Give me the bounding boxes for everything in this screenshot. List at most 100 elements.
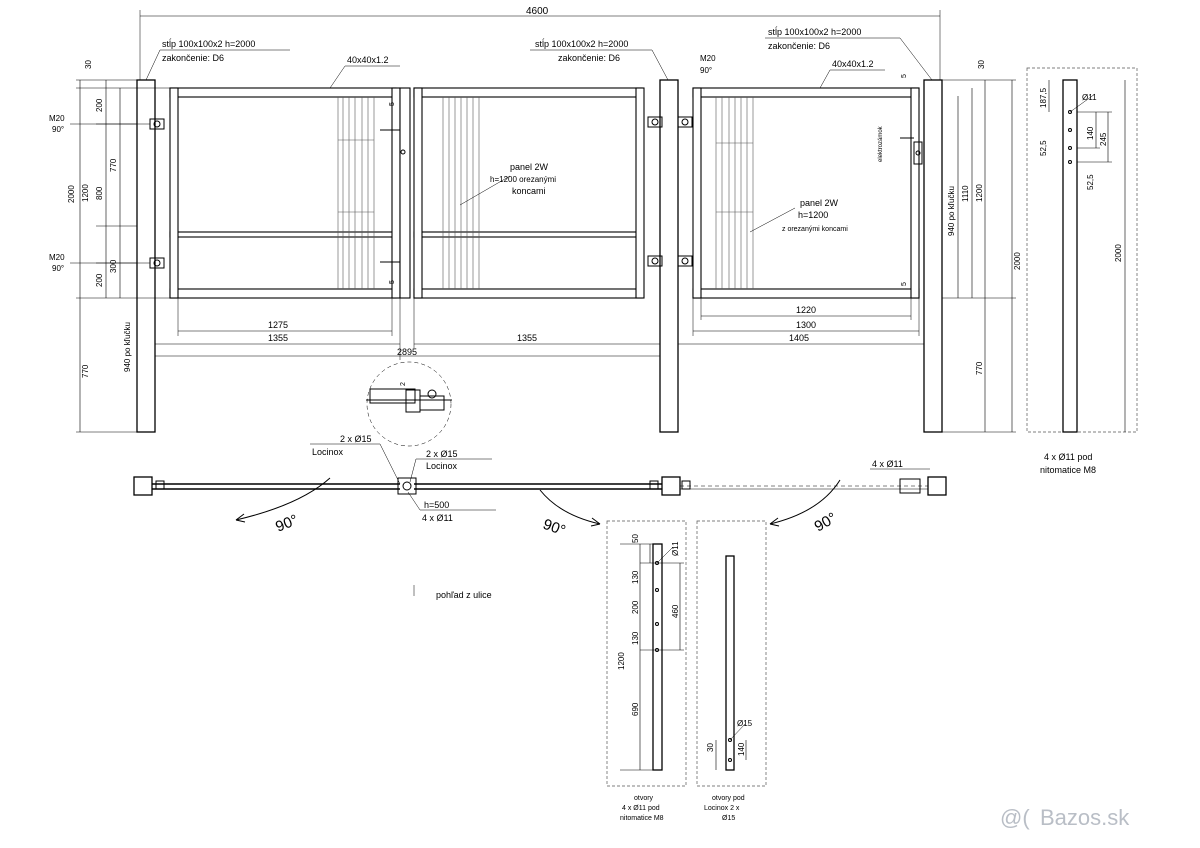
panel-label-right-3: z orezanými koncami: [782, 226, 848, 233]
middle-post-label-line1: stĺp 100x100x2 h=2000: [535, 38, 628, 49]
bar2-dim-30: 30: [706, 743, 715, 752]
bar-detail-2: Ø15 30 140 otvory pod Locinox 2 x Ø15: [696, 520, 767, 822]
hinge-label-middle: M20 90°: [700, 54, 716, 75]
plan-right-post: [927, 476, 947, 496]
dim-1355-center: 1355: [517, 333, 537, 343]
right-dimension-chain: 30 940 po kľučku 1110 1200 2000 770: [942, 60, 1022, 433]
left-post-label: stĺp 100x100x2 h=2000 zakončenie: D6: [145, 38, 290, 81]
dim-1355-left: 1355: [268, 333, 288, 343]
post-detail-dim-2000: 2000: [1114, 244, 1123, 262]
left-dimension-chain: 30 200 770 200 300 1200 800 2000 770 940…: [67, 60, 170, 433]
gap-mark-2: 5: [389, 280, 396, 284]
bar2-dim-hole: Ø15: [737, 719, 753, 728]
plan-note-right-holes: 4 x Ø11: [872, 459, 903, 469]
center-gate-leaf: [413, 87, 645, 299]
left-dim-30: 30: [84, 60, 93, 69]
right-post: [923, 79, 943, 433]
detail-number: 2: [400, 382, 407, 386]
plan-note-h500: h=500: [424, 500, 449, 510]
panel-label-right-2: h=1200: [798, 210, 828, 220]
hinge-label-left-top-2: 90°: [52, 125, 64, 134]
left-dim-300: 300: [109, 259, 118, 273]
panel-label-right: panel 2W h=1200 z orezanými koncami: [749, 198, 848, 233]
swing-angle-center: 90°: [541, 516, 568, 540]
hinge-label-middle-1: M20: [700, 54, 716, 63]
detail-circle: 2: [366, 361, 452, 447]
swing-angle-left: 90°: [273, 511, 300, 535]
watermark-text: Bazos.sk: [1040, 805, 1130, 830]
profile-label-left-text: 40x40x1.2: [347, 55, 389, 65]
right-dim-30: 30: [977, 60, 986, 69]
profile-label-left: 40x40x1.2: [329, 55, 400, 89]
right-post-label: stĺp 100x100x2 h=2000 zakončenie: D6: [765, 26, 933, 81]
watermark: @( Bazos.sk: [1000, 805, 1130, 830]
dim-1220: 1220: [796, 305, 816, 315]
right-gate-leaf: [692, 87, 923, 299]
bar1-dim-hole: Ø11: [671, 541, 680, 556]
street-view-label: pohľad z ulice: [436, 590, 492, 600]
right-dim-770: 770: [975, 361, 984, 375]
plan-middle-post: [661, 476, 681, 496]
hinges: [149, 116, 693, 269]
right-post-label-line2: zakončenie: D6: [768, 41, 830, 51]
post-detail-caption-2: nitomatice M8: [1040, 465, 1096, 475]
gap-mark-3: 5: [901, 74, 908, 78]
overall-width-label: 4600: [526, 6, 549, 17]
post-detail-dim-hole: Ø11: [1082, 93, 1097, 102]
middle-post-label-line2: zakončenie: D6: [558, 53, 620, 63]
plan-note-left-2: Locinox: [312, 447, 344, 457]
left-dim-2000: 2000: [67, 185, 76, 203]
dim-1405: 1405: [789, 333, 809, 343]
bar-detail-1: 50 Ø11 130 200 130 460 1200 690 otvory 4…: [606, 520, 687, 822]
post-detail-dim-187: 187,5: [1039, 87, 1048, 108]
hinge-middle-right-top: [677, 116, 693, 128]
plan-note-holes: 4 x Ø11: [422, 513, 453, 523]
middle-post-label: stĺp 100x100x2 h=2000 zakončenie: D6: [530, 38, 669, 81]
panel-label-left-3: koncami: [512, 186, 546, 196]
plan-view: 90° 90° 90° 2 x Ø15 Locinox 2 x Ø15 Loci…: [133, 434, 947, 600]
bar1-dim-50: 50: [631, 534, 640, 543]
left-dim-800: 800: [95, 186, 104, 200]
bar2-caption-2: Locinox 2 x: [704, 805, 740, 812]
bar1-dim-200: 200: [631, 600, 640, 614]
left-post-label-line1: stĺp 100x100x2 h=2000: [162, 38, 255, 49]
plan-note-right-1: 2 x Ø15: [426, 449, 458, 459]
right-dim-1110: 1110: [961, 185, 970, 202]
bar1-dim-130b: 130: [631, 631, 640, 645]
dim-2895: 2895: [397, 347, 417, 357]
bar1-dim-130a: 130: [631, 570, 640, 584]
bar2-caption-1: otvory pod: [712, 795, 745, 802]
overall-width-dimension: 4600: [139, 6, 941, 80]
profile-label-right-text: 40x40x1.2: [832, 59, 874, 69]
bar1-dim-460: 460: [671, 604, 680, 618]
left-post-label-line2: zakončenie: D6: [162, 53, 224, 63]
lock-label: elektrozámok: [878, 125, 884, 162]
right-dim-940-handle: 940 po kľučku: [947, 186, 956, 236]
post-detail-dim-52b: 52,5: [1086, 174, 1095, 190]
left-dim-940-handle: 940 po kľučku: [123, 322, 132, 372]
bar2-caption-3: Ø15: [722, 815, 735, 822]
panel-label-right-1: panel 2W: [800, 198, 839, 208]
post-detail-dim-140: 140: [1086, 126, 1095, 140]
bar1-caption-2: 4 x Ø11 pod: [622, 805, 660, 812]
left-dim-770-lower: 770: [81, 364, 90, 378]
swing-angle-right: 90°: [812, 509, 840, 535]
posts: [136, 79, 943, 433]
panel-label-left: panel 2W h=1200 orezanými koncami: [459, 162, 556, 206]
bar1-dim-690: 690: [631, 702, 640, 716]
dim-1300: 1300: [796, 320, 816, 330]
left-post: [136, 79, 156, 433]
dim-1275: 1275: [268, 320, 288, 330]
bar1-caption-3: nitomatice M8: [620, 815, 664, 822]
plan-note-right-2: Locinox: [426, 461, 458, 471]
bar1-dim-1200: 1200: [617, 652, 626, 670]
left-dim-770: 770: [109, 158, 118, 172]
left-dim-200-top: 200: [95, 98, 104, 112]
center-panel-mesh: [442, 97, 480, 289]
right-dim-1200: 1200: [975, 184, 984, 202]
panel-label-left-2: h=1200 orezanými: [490, 175, 556, 184]
middle-post: [659, 79, 679, 433]
left-dim-200-bottom: 200: [95, 273, 104, 287]
gap-mark-4: 5: [901, 282, 908, 286]
